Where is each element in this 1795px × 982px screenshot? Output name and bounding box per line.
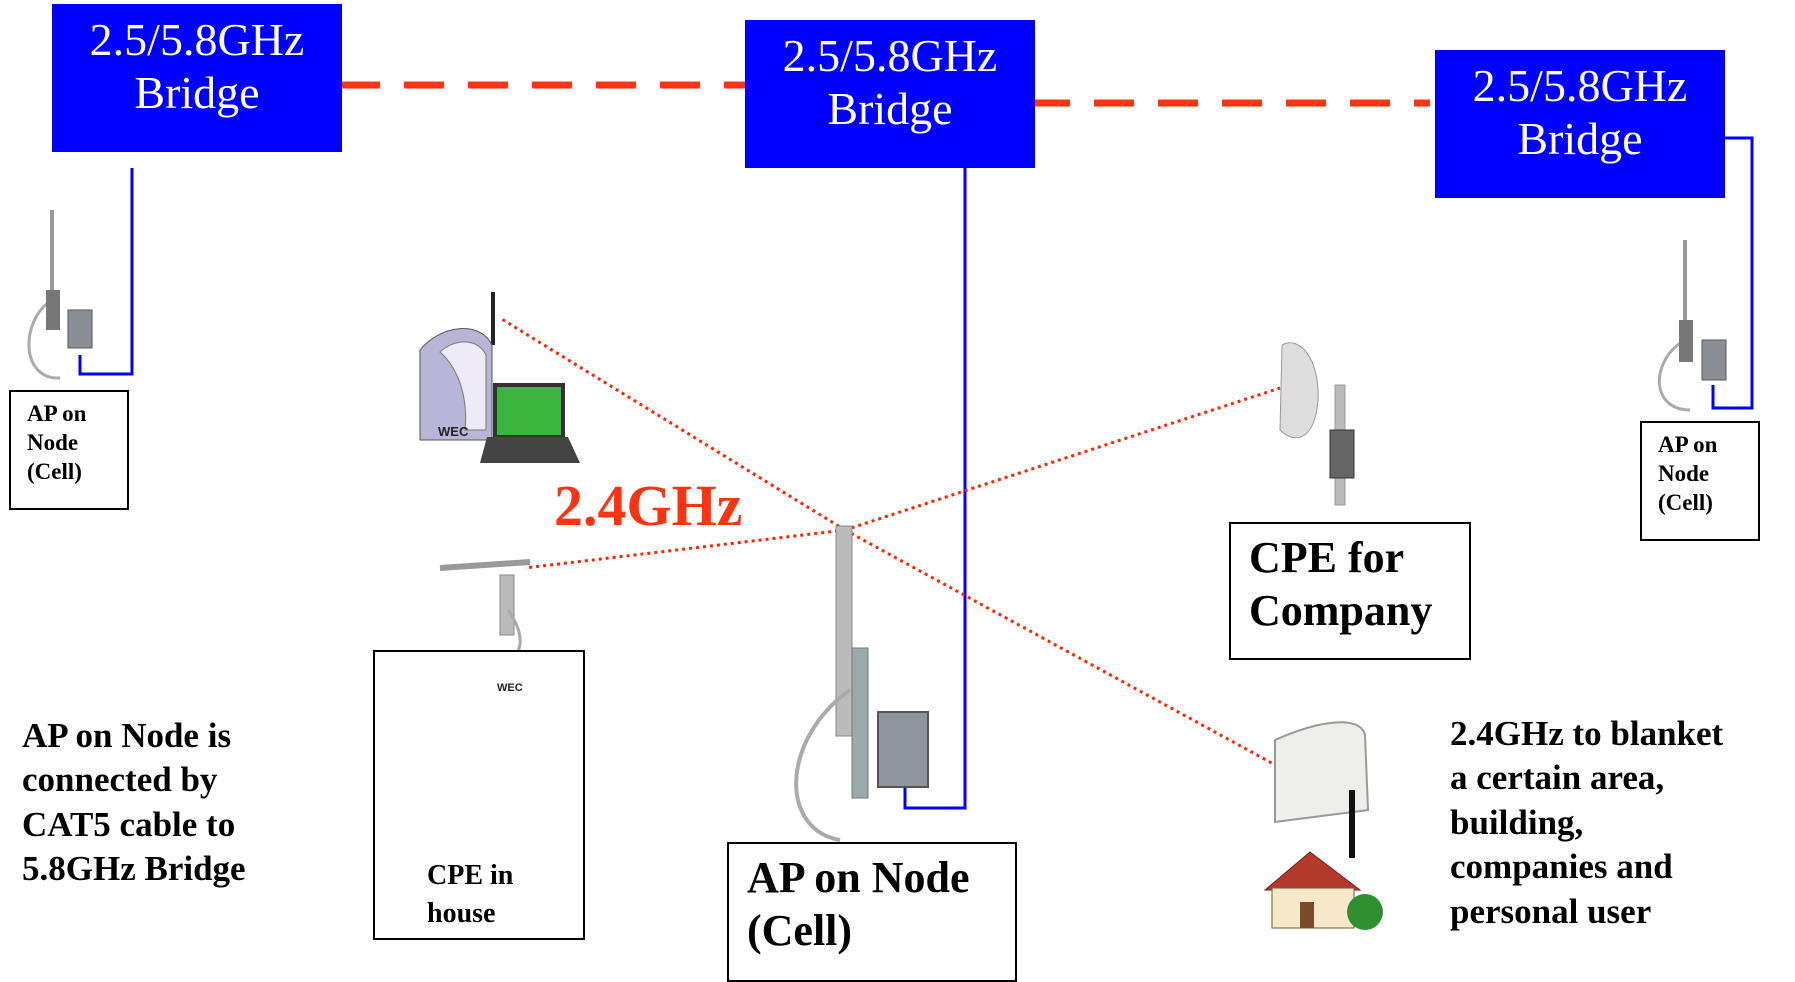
note-right-line: personal user <box>1450 891 1652 931</box>
note-right-line: 2.4GHz to blanket <box>1450 714 1724 753</box>
wireless-link-house <box>524 528 846 570</box>
cpe-company-line1: CPE for <box>1249 533 1405 582</box>
note-right-line: building, <box>1450 802 1584 842</box>
cpe-company-line2: Company <box>1249 585 1433 635</box>
cpe-house-label: CPE in house <box>373 650 585 940</box>
ap-center-line1: AP on Node <box>747 853 970 902</box>
note-right-line: companies and <box>1450 847 1673 887</box>
note-left-line: 5.8GHz Bridge <box>22 849 246 889</box>
residence-cpe-house-icon <box>1263 721 1383 930</box>
bridge-right-line2: Bridge <box>1517 112 1643 164</box>
note-right-line: a certain area, <box>1450 758 1665 798</box>
note-left-line: connected by <box>22 760 218 800</box>
cpe-house-line2: house <box>427 897 496 929</box>
bridge-box-center: 2.5/5.8GHz Bridge <box>745 20 1035 168</box>
ap-center-device-icon <box>794 525 929 842</box>
wireless-link-residence <box>844 528 1313 787</box>
ap-right-device-icon <box>1657 240 1727 412</box>
ap-right-line1: AP on <box>1658 432 1718 457</box>
note-left-line: AP on Node is <box>22 716 232 755</box>
bridge-left-line2: Bridge <box>134 66 260 118</box>
frequency-label: 2.4GHz <box>554 473 743 538</box>
ap-left-device-icon <box>27 210 93 380</box>
ap-left-line3: (Cell) <box>27 458 82 484</box>
wec-label-house: WEC <box>497 682 523 694</box>
cpe-company-label: CPE for Company <box>1229 522 1471 660</box>
wireless-link-wec <box>499 316 846 532</box>
ap-right-line2: Node <box>1658 460 1710 486</box>
cable-right <box>1711 136 1754 410</box>
wireless-link-company <box>844 386 1281 532</box>
ap-right-line3: (Cell) <box>1658 489 1713 515</box>
ap-center-label: AP on Node (Cell) <box>727 842 1017 982</box>
wec-label-router: WEC <box>438 424 469 439</box>
ap-right-label: AP on Node (Cell) <box>1640 421 1760 541</box>
cpe-house-line1: CPE in <box>427 860 514 891</box>
ap-left-line2: Node <box>27 429 79 455</box>
ap-center-line2: (Cell) <box>747 905 853 955</box>
bridge-center-line2: Bridge <box>827 82 953 134</box>
ap-left-line1: AP on <box>27 401 87 426</box>
cable-left <box>78 168 134 376</box>
bridge-center-line1: 2.5/5.8GHz <box>782 30 998 81</box>
wec-router-laptop-icon <box>419 292 580 463</box>
bridge-left-line1: 2.5/5.8GHz <box>89 14 305 65</box>
company-cpe-dish-icon <box>1279 342 1355 506</box>
ap-left-label: AP on Node (Cell) <box>9 390 129 510</box>
note-left: AP on Node is connected by CAT5 cable to… <box>22 714 246 892</box>
bridge-box-right: 2.5/5.8GHz Bridge <box>1435 50 1725 198</box>
note-left-line: CAT5 cable to <box>22 804 236 844</box>
note-right: 2.4GHz to blanket a certain area, buildi… <box>1450 712 1723 934</box>
cable-center <box>903 168 967 810</box>
bridge-box-left: 2.5/5.8GHz Bridge <box>52 4 342 152</box>
bridge-right-line1: 2.5/5.8GHz <box>1472 60 1688 111</box>
